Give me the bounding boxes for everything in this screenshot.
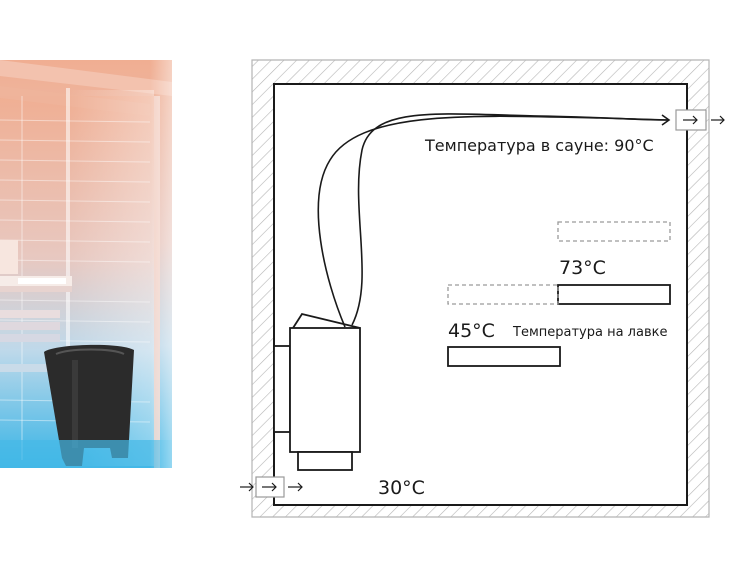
inlet-vent xyxy=(240,476,303,498)
sauna-illustration xyxy=(0,60,180,470)
bench-temperature-caption: Температура на лавке xyxy=(512,325,667,340)
arrow-right-icon xyxy=(240,482,303,492)
upper-bench-temperature: 73°C xyxy=(559,257,606,279)
lower-bench xyxy=(0,310,60,372)
outlet-vent xyxy=(675,109,725,131)
sauna-temperature-label: Температура в сауне: 90°C xyxy=(424,136,654,155)
lower-bench-temperature: 45°C xyxy=(448,320,495,342)
heater xyxy=(273,312,361,471)
bench-lower xyxy=(447,284,561,367)
airflow-lines xyxy=(317,113,671,328)
floor-temperature: 30°C xyxy=(378,477,425,499)
upper-bench xyxy=(0,276,72,292)
heater-illustration xyxy=(44,344,134,466)
arrow-right-icon xyxy=(683,115,725,125)
